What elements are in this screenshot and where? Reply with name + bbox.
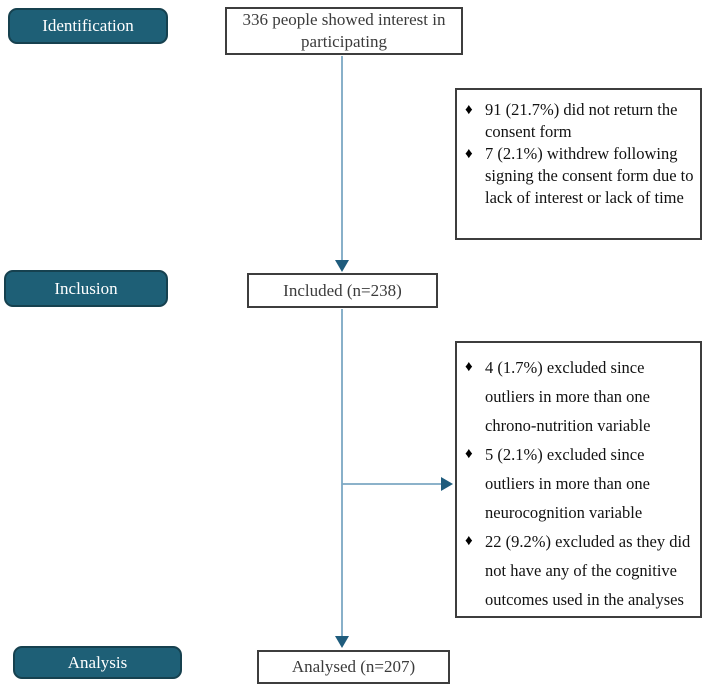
flow-box-interest: 336 people showed interest in participat… (225, 7, 463, 55)
diamond-bullet-icon: ♦ (465, 446, 473, 462)
exclusion-box-outliers: ♦ 4 (1.7%) excluded since outliers in mo… (455, 341, 702, 618)
exclusion-bullet-list: ♦ 4 (1.7%) excluded since outliers in mo… (465, 353, 696, 614)
exclusion-bullet-list: ♦ 91 (21.7%) did not return the consent … (465, 99, 694, 209)
stage-label-analysis: Analysis (13, 646, 182, 679)
stage-label-text: Analysis (67, 652, 128, 672)
bullet-text: 5 (2.1%) excluded since outliers in more… (485, 445, 650, 522)
arrow-interest-to-included (335, 56, 349, 272)
diamond-bullet-icon: ♦ (465, 533, 473, 549)
stage-label-identification: Identification (8, 8, 168, 44)
flow-box-text: Analysed (n=207) (291, 657, 416, 676)
stage-label-text: Inclusion (54, 278, 118, 298)
flow-box-text: 336 people showed interest in participat… (242, 10, 446, 51)
flow-box-included: Included (n=238) (247, 273, 438, 308)
arrow-branch-to-exclusions (342, 477, 453, 491)
diamond-bullet-icon: ♦ (465, 359, 473, 375)
list-item: ♦ 5 (2.1%) excluded since outliers in mo… (465, 440, 696, 527)
bullet-text: 4 (1.7%) excluded since outliers in more… (485, 358, 651, 435)
flow-box-analysed: Analysed (n=207) (257, 650, 450, 684)
list-item: ♦ 91 (21.7%) did not return the consent … (465, 99, 694, 143)
bullet-text: 22 (9.2%) excluded as they did not have … (485, 532, 691, 609)
exclusion-box-consent: ♦ 91 (21.7%) did not return the consent … (455, 88, 702, 240)
flow-box-text: Included (n=238) (283, 280, 402, 300)
list-item: ♦ 7 (2.1%) withdrew following signing th… (465, 143, 694, 209)
diamond-bullet-icon: ♦ (465, 146, 473, 162)
bullet-text: 7 (2.1%) withdrew following signing the … (485, 144, 694, 207)
stage-label-inclusion: Inclusion (4, 270, 168, 307)
stage-label-text: Identification (42, 16, 134, 35)
list-item: ♦ 22 (9.2%) excluded as they did not hav… (465, 527, 696, 614)
arrow-included-to-analysed (335, 309, 349, 648)
diamond-bullet-icon: ♦ (465, 102, 473, 118)
bullet-text: 91 (21.7%) did not return the consent fo… (485, 100, 678, 141)
list-item: ♦ 4 (1.7%) excluded since outliers in mo… (465, 353, 696, 440)
